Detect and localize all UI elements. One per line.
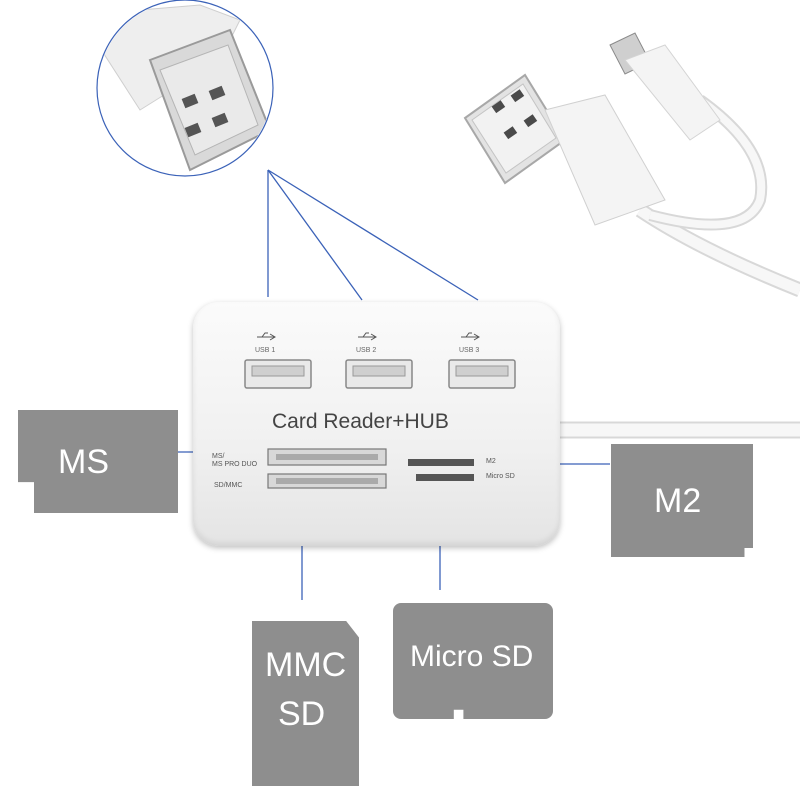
mmc-sd-card <box>252 621 359 786</box>
usb-port-2-label: USB 2 <box>356 347 377 354</box>
ms-card <box>18 410 178 513</box>
m2-card-label: M2 <box>654 482 702 520</box>
m2-card <box>611 444 753 557</box>
sdmmc-slot <box>267 473 387 489</box>
usb-cable <box>555 95 800 439</box>
usb-port-3 <box>448 359 516 389</box>
usb-port-2 <box>345 359 413 389</box>
m2-slot-label: M2 <box>486 458 496 465</box>
ms-slot <box>267 448 387 466</box>
usb-port-3-label: USB 3 <box>459 347 480 354</box>
microsd-slot-label: Micro SD <box>486 473 515 480</box>
hub-title: Card Reader+HUB <box>272 410 449 433</box>
m2-slot <box>408 459 474 466</box>
microsd-slot <box>416 474 474 481</box>
micro-usb-connector <box>609 32 721 141</box>
usb-icon <box>257 332 480 341</box>
mmc-card-label: MMC <box>265 646 347 684</box>
usb-port-1 <box>244 359 312 389</box>
microsd-card <box>393 603 553 719</box>
ms-card-label: MS <box>58 443 109 481</box>
sdmmc-slot-label: SD/MMC <box>214 482 243 489</box>
usb-plug-zoom <box>96 0 274 177</box>
card-reader-hub <box>193 302 560 546</box>
sd-card-label: SD <box>278 695 326 733</box>
ms-slot-label: MS/ MS PRO DUO <box>212 453 258 468</box>
usb-port-1-label: USB 1 <box>255 347 276 354</box>
microsd-card-label: Micro SD <box>410 640 534 673</box>
usb-a-connector <box>463 73 666 226</box>
